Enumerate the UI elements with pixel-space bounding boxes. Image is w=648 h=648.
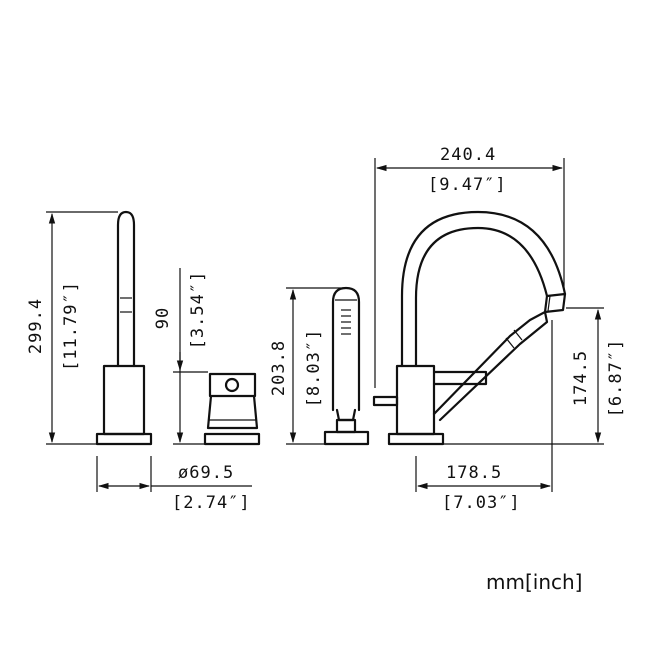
mixer-part — [372, 210, 567, 446]
mixer-width-mm: 240.4 — [440, 145, 496, 165]
handshower-height-mm: 203.8 — [269, 340, 289, 396]
units-label: mm[inch] — [486, 570, 583, 594]
mixer-height-mm: 174.5 — [571, 350, 591, 406]
base-diameter-in: [2.74″] — [172, 493, 251, 513]
handshower-height-dimension: 203.8 [8.03″] — [269, 287, 346, 445]
mixer-reach-dimension: 178.5 [7.03″] — [415, 320, 553, 513]
mixer-reach-mm: 178.5 — [446, 463, 502, 483]
base-diameter-mm: ø69.5 — [178, 463, 234, 483]
spout-height-in: [11.79″] — [61, 281, 81, 371]
handle-part — [203, 372, 261, 446]
mixer-reach-in: [7.03″] — [442, 493, 521, 513]
handle-height-dimension: 90 [3.54″] — [153, 268, 208, 445]
handle-height-mm: 90 — [153, 307, 173, 329]
base-diameter-dimension: ø69.5 [2.74″] — [96, 456, 252, 513]
mixer-width-dimension: 240.4 [9.47″] — [374, 145, 565, 388]
spout-height-mm: 299.4 — [26, 298, 46, 354]
handle-height-in: [3.54″] — [188, 271, 208, 350]
handshower-height-in: [8.03″] — [304, 329, 324, 408]
mixer-width-in: [9.47″] — [428, 175, 507, 195]
tall-spout-part — [95, 210, 153, 446]
spout-height-dimension: 299.4 [11.79″] — [26, 211, 118, 445]
mixer-height-in: [6.87″] — [606, 339, 626, 418]
mixer-height-dimension: 174.5 [6.87″] — [443, 307, 626, 445]
handshower-part — [323, 286, 370, 446]
